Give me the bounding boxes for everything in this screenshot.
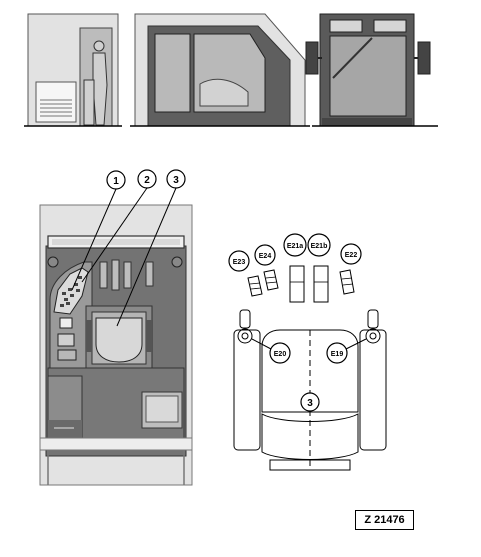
svg-text:E23: E23 <box>233 259 246 266</box>
callout-e23: E23 <box>228 250 250 272</box>
cab-top-view <box>39 187 193 486</box>
callout-e19: E19 <box>326 338 367 364</box>
svg-text:E19: E19 <box>331 351 344 358</box>
svg-text:E21a: E21a <box>287 243 303 250</box>
callout-e24: E24 <box>254 244 276 266</box>
control-console <box>53 267 89 361</box>
svg-text:E20: E20 <box>274 351 287 358</box>
joystick-e19 <box>365 309 381 344</box>
pedal-e22 <box>339 269 355 295</box>
cab-side-view-right <box>130 13 310 127</box>
callout-e22: E22 <box>340 243 362 265</box>
callout-2: 2 <box>137 169 157 189</box>
callout-1: 1 <box>106 170 126 190</box>
pedal-e21b <box>313 265 329 303</box>
joystick-e20 <box>237 309 253 344</box>
svg-text:E22: E22 <box>345 252 358 259</box>
callout-3: 3 <box>166 169 186 189</box>
pedal-e24 <box>263 269 279 291</box>
seat-controls-detail <box>233 265 387 471</box>
svg-text:E24: E24 <box>259 253 272 260</box>
svg-text:2: 2 <box>144 175 150 186</box>
callout-e20: E20 <box>251 338 291 364</box>
overhead-levers <box>99 259 154 291</box>
svg-text:3: 3 <box>307 398 313 409</box>
svg-text:1: 1 <box>113 176 119 187</box>
cab-side-view-left <box>24 13 122 127</box>
callout-e21a: E21a <box>283 233 307 257</box>
pedal-e23 <box>247 275 263 297</box>
svg-text:3: 3 <box>173 175 179 186</box>
svg-text:E21b: E21b <box>311 243 328 250</box>
callout-seat-3: 3 <box>300 392 320 412</box>
cab-front-view <box>305 13 438 127</box>
operator-seat <box>233 329 387 471</box>
callout-e21b: E21b <box>307 233 331 257</box>
operator-figure <box>83 40 108 126</box>
figure-reference-code: Z 21476 <box>355 510 414 530</box>
callout-leader-lines <box>71 187 177 327</box>
pedal-e21a <box>289 265 305 303</box>
